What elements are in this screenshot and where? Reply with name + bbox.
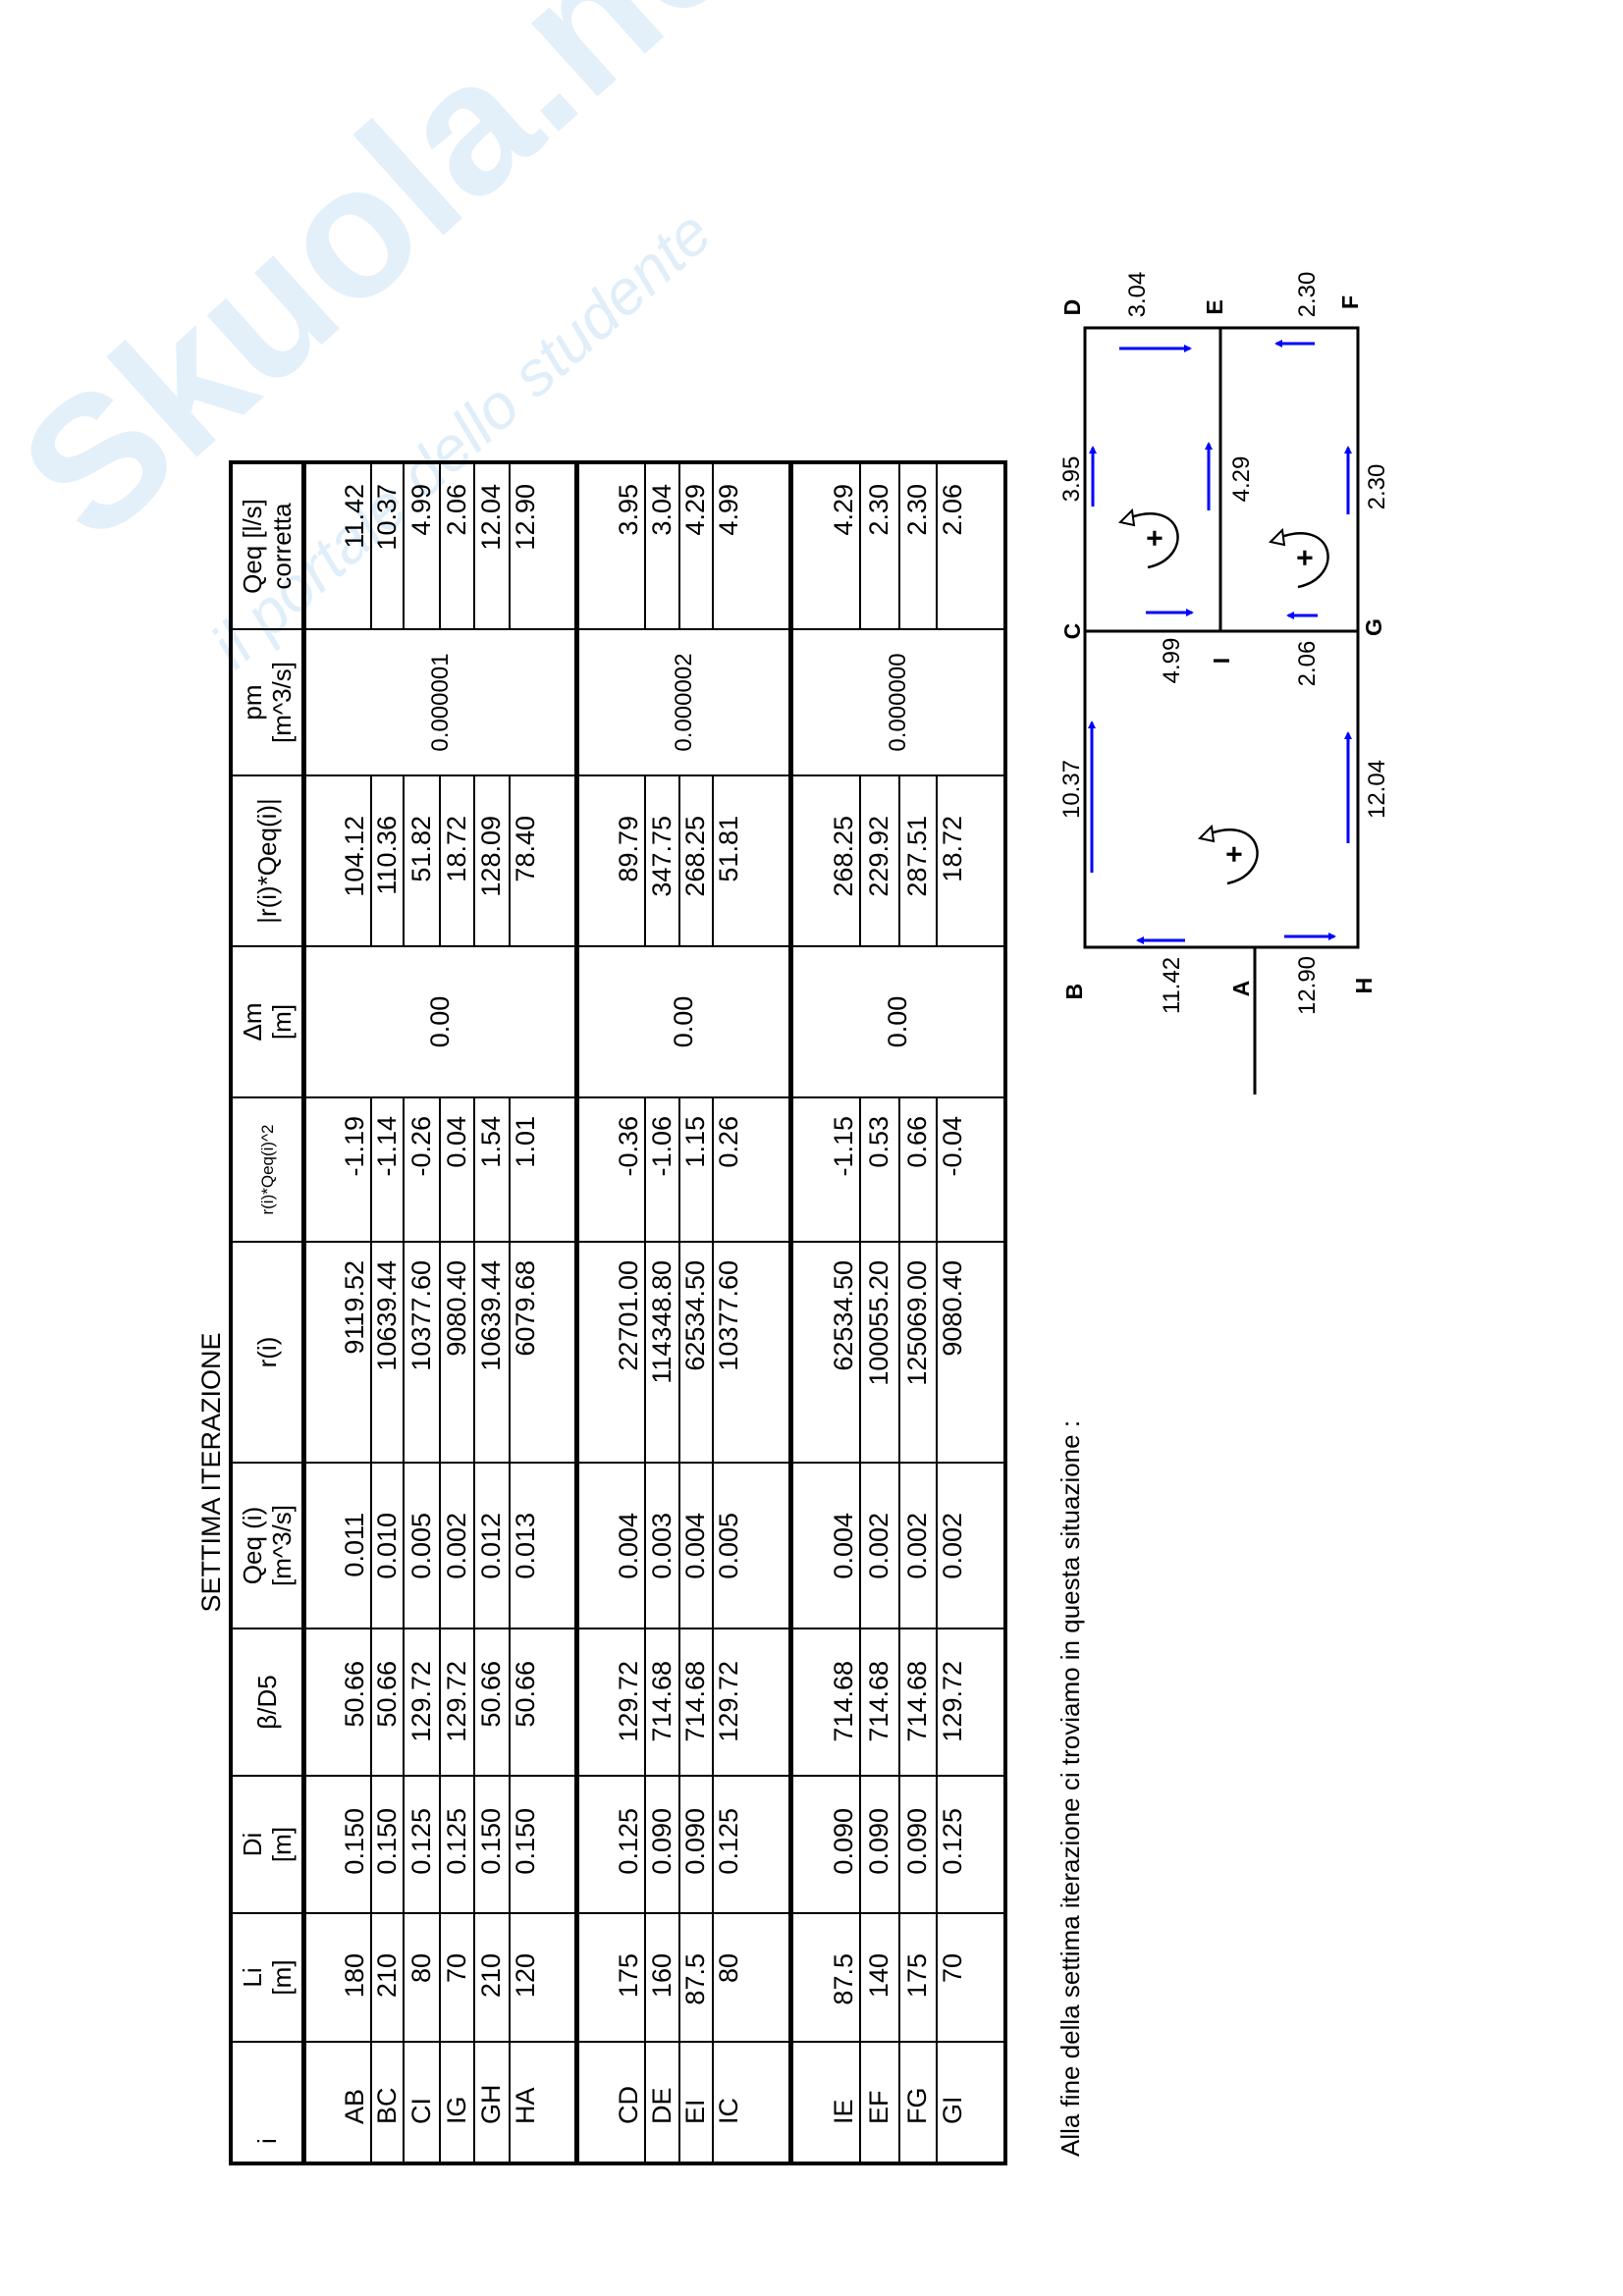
flow-value: 3.95 — [1058, 456, 1085, 503]
node-label: D — [1059, 299, 1085, 316]
loop-arrowhead-icon — [1197, 824, 1216, 843]
flow-value: 2.06 — [1294, 641, 1321, 687]
loop-direction-arc — [1277, 532, 1329, 589]
loop-direction-arc — [1127, 512, 1179, 569]
flow-value: 2.30 — [1364, 464, 1390, 510]
loop-sign: + — [1218, 845, 1251, 863]
flow-value: 10.37 — [1058, 760, 1085, 819]
loop-arrowhead-icon — [1268, 527, 1286, 547]
node-label: C — [1059, 623, 1085, 640]
flow-value: 2.30 — [1294, 272, 1321, 318]
pipe-network — [1083, 326, 1360, 1095]
flow-value: 3.04 — [1124, 272, 1151, 318]
loop-sign: + — [1289, 549, 1322, 566]
node-label: A — [1228, 981, 1254, 997]
node-label: H — [1351, 978, 1377, 994]
node-label: E — [1202, 299, 1227, 314]
flow-value: 11.42 — [1159, 957, 1185, 1014]
node-label: G — [1361, 618, 1386, 636]
flow-value: 4.29 — [1228, 456, 1255, 503]
loop-sign: + — [1139, 529, 1171, 547]
loop-arrowhead-icon — [1117, 507, 1136, 527]
node-label: I — [1209, 658, 1234, 664]
flow-value: 12.90 — [1294, 956, 1321, 1015]
node-label: B — [1061, 984, 1087, 1000]
node-label: F — [1337, 295, 1363, 309]
flow-value: 12.04 — [1364, 760, 1390, 819]
loop-direction-arc — [1207, 828, 1259, 885]
flow-value: 4.99 — [1159, 638, 1185, 684]
